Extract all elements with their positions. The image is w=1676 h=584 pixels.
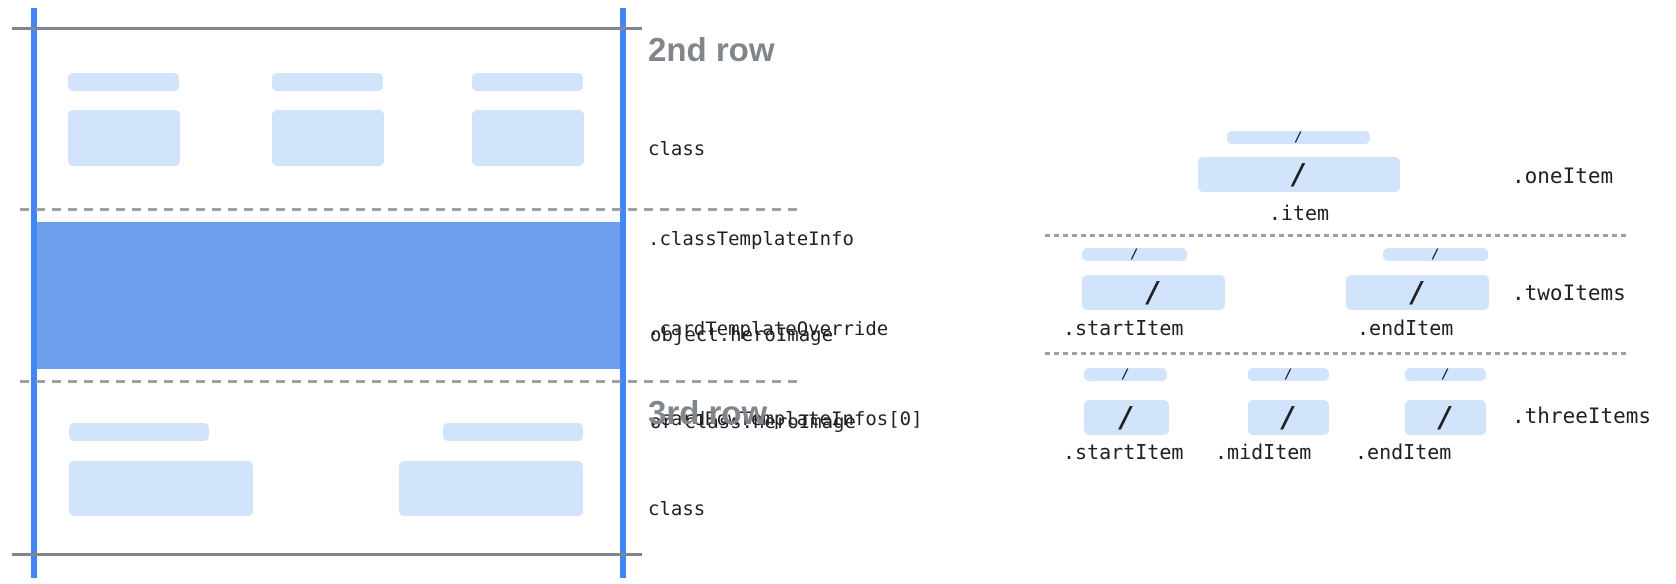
three-items-mid-label: .midItem <box>1215 440 1312 464</box>
row2-item1-label-bar <box>68 73 179 91</box>
row3-item1-value-bar <box>69 461 253 516</box>
row3-heading: 3rd row <box>648 394 768 431</box>
three-items-mid-label-bar: / <box>1248 367 1329 382</box>
row3-item2-value-bar <box>399 461 583 516</box>
three-items-start-label: .startItem <box>1063 440 1184 464</box>
one-item-label-bar: / <box>1227 130 1370 145</box>
hero-image-band <box>37 222 620 369</box>
card-right-edge-line <box>620 8 626 578</box>
row3-code-path: class .classTemplateInfo .cardTemplateOv… <box>648 434 923 584</box>
slash-placeholder-icon: / <box>1290 158 1308 191</box>
slash-placeholder-icon: / <box>1280 401 1297 434</box>
one-item-row-label: .oneItem <box>1512 164 1614 188</box>
two-three-divider-dashed-line <box>1045 352 1630 355</box>
code-line: class <box>648 138 706 160</box>
slash-placeholder-icon: / <box>1441 367 1450 382</box>
two-items-end-label: .endItem <box>1357 316 1454 340</box>
code-line: .cardRowTemplateInfos[0] <box>648 408 923 430</box>
slash-placeholder-icon: / <box>1118 401 1135 434</box>
row2-code-path: class .classTemplateInfo .cardTemplateOv… <box>648 74 923 494</box>
hero-code-path: object.heroImage or class.heroImage <box>650 263 856 495</box>
code-line: class <box>648 498 706 520</box>
three-items-mid-value-bar: / <box>1248 400 1329 435</box>
slash-placeholder-icon: / <box>1294 130 1303 145</box>
slash-placeholder-icon: / <box>1121 367 1130 382</box>
three-items-end-value-bar: / <box>1405 400 1486 435</box>
row2-hero-divider-dashed-line <box>20 208 797 211</box>
code-line: object.heroImage <box>650 324 834 346</box>
row2-heading: 2nd row <box>648 31 775 68</box>
two-items-end-value-bar: / <box>1346 275 1489 310</box>
two-items-row-label: .twoItems <box>1512 281 1626 305</box>
three-items-end-label-bar: / <box>1405 367 1486 382</box>
code-line: or class.heroImage <box>650 411 856 433</box>
one-two-divider-dashed-line <box>1045 234 1630 237</box>
row3-item2-label-bar <box>443 423 583 441</box>
slash-placeholder-icon: / <box>1409 276 1426 309</box>
code-line: .classTemplateInfo <box>648 228 854 250</box>
hero-row3-divider-dashed-line <box>20 380 797 383</box>
card-bottom-line <box>12 553 642 556</box>
row2-item3-label-bar <box>472 73 583 91</box>
three-items-start-value-bar: / <box>1084 400 1169 435</box>
three-items-row-label: .threeItems <box>1512 404 1652 428</box>
one-item-item-label: .item <box>1268 201 1330 225</box>
slash-placeholder-icon: / <box>1437 401 1454 434</box>
slash-placeholder-icon: / <box>1130 247 1139 262</box>
slash-placeholder-icon: / <box>1284 367 1293 382</box>
two-items-start-label: .startItem <box>1063 316 1184 340</box>
two-items-start-value-bar: / <box>1082 275 1225 310</box>
row2-item3-value-bar <box>472 110 584 166</box>
code-line: .cardTemplateOverride <box>648 318 889 340</box>
row3-item1-label-bar <box>69 423 209 441</box>
one-item-value-bar: / <box>1198 157 1400 192</box>
row2-item1-value-bar <box>68 110 180 166</box>
card-top-line <box>12 27 642 30</box>
row2-item2-label-bar <box>272 73 383 91</box>
slash-placeholder-icon: / <box>1145 276 1162 309</box>
two-items-start-label-bar: / <box>1082 247 1187 262</box>
row2-item2-value-bar <box>272 110 384 166</box>
slash-placeholder-icon: / <box>1431 247 1440 262</box>
card-left-edge-line <box>31 8 37 578</box>
three-items-start-label-bar: / <box>1084 367 1167 382</box>
two-items-end-label-bar: / <box>1383 247 1488 262</box>
three-items-end-label: .endItem <box>1355 440 1452 464</box>
